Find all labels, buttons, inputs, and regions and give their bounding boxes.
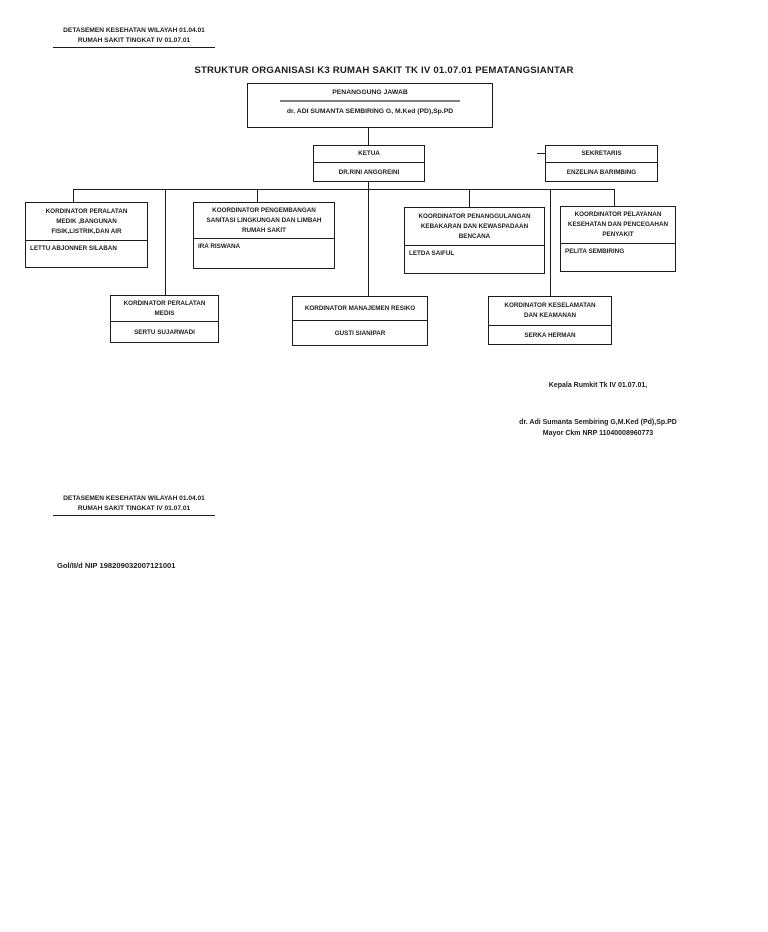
person-name: dr. ADI SUMANTA SEMBIRING G, M.Ked (PD),… (286, 108, 454, 115)
gol-nip-line: Gol/II/d NIP 198209032007121001 (57, 561, 176, 570)
role-label: KOORDINATOR PENANGGULANGAN KEBAKARAN DAN… (418, 212, 531, 240)
role-label: KOORDINATOR PELAYANAN KESEHATAN DAN PENC… (567, 211, 669, 238)
org-box-peralatan-medis: KORDINATOR PERALATAN MEDIS SERTU SUJARWA… (110, 295, 219, 343)
org-box-manajemen-resiko: KORDINATOR MANAJEMEN RESIKO GUSTI SIANIP… (292, 296, 428, 346)
role-cell: KOORDINATOR PENGEMBANGAN SANITASI LINGKU… (194, 203, 334, 239)
role-cell: SEKRETARIS (546, 146, 657, 163)
signature-title: Kepala Rumkit Tk IV 01.07.01, (548, 382, 648, 389)
person-name: DR.RINI ANGGREINI (338, 168, 400, 176)
org-box-sekretaris: SEKRETARIS ENZELINA BARIMBING (545, 145, 658, 182)
org-box-keselamatan-keamanan: KORDINATOR KESELAMATAN DAN KEAMANAN SERK… (488, 296, 612, 345)
signature-name: dr. Adi Sumanta Sembiring G,M.Ked (Pd),S… (519, 419, 677, 426)
person-name: SERKA HERMAN (524, 331, 576, 339)
connector-ketua-bus (368, 182, 369, 189)
connector-drop-b2 (257, 189, 258, 202)
org-box-penanggung-jawab: PENANGGUNG JAWAB dr. ADI SUMANTA SEMBIRI… (247, 83, 493, 128)
role-label: KORDINATOR MANAJEMEN RESIKO (304, 304, 416, 312)
org-box-penanggulangan-kebakaran: KOORDINATOR PENANGGULANGAN KEBAKARAN DAN… (404, 207, 545, 274)
role-label: SEKRETARIS (581, 150, 622, 157)
divider-line (280, 100, 460, 102)
org-box-pelayanan-kesehatan: KOORDINATOR PELAYANAN KESEHATAN DAN PENC… (560, 206, 676, 272)
letterhead-line1: DETASEMEN KESEHATAN WILAYAH 01.04.01 (63, 495, 205, 502)
role-label: KORDINATOR PERALATAN MEDIS (123, 299, 206, 317)
role-cell: KORDINATOR KESELAMATAN DAN KEAMANAN (489, 297, 611, 326)
person-name: LETTU ABJONNER SILABAN (30, 245, 117, 252)
role-cell: KETUA (314, 146, 424, 163)
letterhead-top: DETASEMEN KESEHATAN WILAYAH 01.04.01 RUM… (53, 26, 215, 48)
signature-rank-nrp: Mayor Ckm NRP 11040008960773 (542, 430, 654, 437)
org-box-ketua: KETUA DR.RINI ANGGREINI (313, 145, 425, 182)
role-cell: KORDINATOR MANAJEMEN RESIKO (293, 297, 427, 321)
role-label: PENANGGUNG JAWAB (332, 89, 408, 96)
connector-drop-b6 (368, 189, 369, 296)
connector-bus (73, 189, 615, 190)
person-name: PELITA SEMBIRING (565, 248, 625, 255)
person-name: GUSTI SIANIPAR (334, 329, 386, 337)
person-name: SERTU SUJARWADI (134, 328, 195, 336)
letterhead-line2: RUMAH SAKIT TINGKAT IV 01.07.01 (53, 36, 215, 48)
org-box-sanitasi-lingkungan: KOORDINATOR PENGEMBANGAN SANITASI LINGKU… (193, 202, 335, 269)
connector-drop-b1 (73, 189, 74, 202)
connector-sekretaris-stub (537, 153, 545, 154)
role-label: KETUA (358, 150, 380, 157)
role-label: KORDINATOR PERALATAN MEDIK ,BANGUNAN FIS… (45, 207, 128, 235)
connector-drop-b3 (469, 189, 470, 207)
role-label: KORDINATOR KESELAMATAN DAN KEAMANAN (504, 302, 596, 319)
org-box-peralatan-medik-bangunan: KORDINATOR PERALATAN MEDIK ,BANGUNAN FIS… (25, 202, 148, 268)
letterhead-bottom: DETASEMEN KESEHATAN WILAYAH 01.04.01 RUM… (53, 494, 215, 516)
letterhead-line2: RUMAH SAKIT TINGKAT IV 01.07.01 (53, 504, 215, 516)
signature-name-block: dr. Adi Sumanta Sembiring G,M.Ked (Pd),S… (468, 417, 728, 439)
connector-drop-b4 (614, 189, 615, 206)
role-cell: KORDINATOR PERALATAN MEDIK ,BANGUNAN FIS… (26, 203, 147, 241)
connector-pj-ketua (368, 127, 369, 145)
connector-drop-b7 (550, 189, 551, 296)
role-cell: KOORDINATOR PELAYANAN KESEHATAN DAN PENC… (561, 207, 675, 244)
role-cell: KORDINATOR PERALATAN MEDIS (111, 296, 218, 322)
person-name: LETDA SAIFUL (409, 250, 455, 257)
person-name: ENZELINA BARIMBING (566, 168, 637, 176)
page-title: STRUKTUR ORGANISASI K3 RUMAH SAKIT TK IV… (194, 65, 574, 76)
connector-drop-b5 (165, 189, 166, 295)
letterhead-line1: DETASEMEN KESEHATAN WILAYAH 01.04.01 (63, 27, 205, 34)
role-label: KOORDINATOR PENGEMBANGAN SANITASI LINGKU… (206, 206, 322, 234)
role-cell: KOORDINATOR PENANGGULANGAN KEBAKARAN DAN… (405, 208, 544, 246)
person-name: IRA RISWANA (198, 243, 241, 250)
